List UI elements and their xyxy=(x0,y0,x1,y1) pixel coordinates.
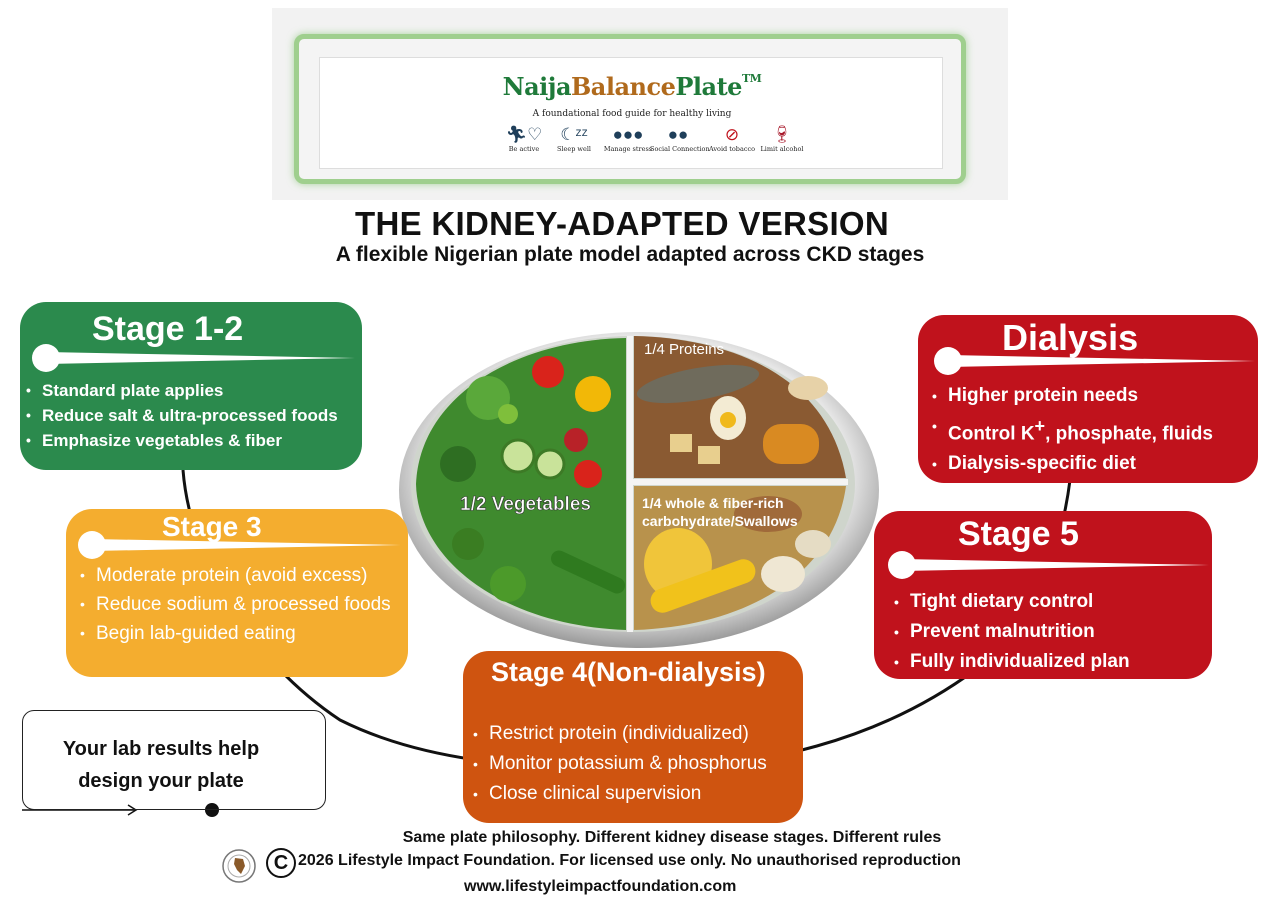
yam-shape-2 xyxy=(795,530,831,558)
limit-alcohol-item: 🍷︎ Limit alcohol xyxy=(754,125,810,153)
brand-tagline: A foundational food guide for healthy li… xyxy=(532,109,732,119)
lettuce-shape xyxy=(466,376,510,420)
stage-3-list: Moderate protein (avoid excess) Reduce s… xyxy=(78,561,403,648)
page-subtitle: A flexible Nigerian plate model adapted … xyxy=(335,243,925,266)
stage-3-pointer xyxy=(78,531,401,559)
list-item: Prevent malnutrition xyxy=(892,617,1130,647)
brand-logo-text: NaijaBalancePlateTM xyxy=(502,72,762,101)
list-item: Fully individualized plan xyxy=(892,647,1130,677)
lab-results-note: Your lab results help design your plate xyxy=(22,710,326,810)
tomato-shape-2 xyxy=(574,460,602,488)
cucumber-slice-2 xyxy=(534,448,566,480)
tofu-shape-2 xyxy=(698,446,720,464)
stage-5-pointer xyxy=(888,551,1209,579)
potassium-superscript: + xyxy=(1034,416,1046,436)
onion-shape xyxy=(564,428,588,452)
corn-shape xyxy=(650,559,756,613)
stage-4-card: Stage 4(Non-dialysis) Restrict protein (… xyxy=(463,651,803,823)
moimoi-shape xyxy=(763,424,819,464)
dialysis-card: Dialysis Higher protein needs Control K+… xyxy=(918,315,1258,483)
group-icon: ●●● xyxy=(612,125,644,144)
leafy-green-shape xyxy=(452,528,484,560)
list-item: Begin lab-guided eating xyxy=(78,619,403,648)
dialysis-title: Dialysis xyxy=(1002,317,1139,358)
stage-5-list: Tight dietary control Prevent malnutriti… xyxy=(892,587,1130,677)
carbs-label-line1: 1/4 whole & fiber-rich xyxy=(642,495,784,511)
carbs-label-line2: carbohydrate/Swallows xyxy=(642,513,798,529)
lab-results-text: Your lab results help design your plate xyxy=(62,738,260,792)
stage-4-title: Stage 4(Non-dialysis) xyxy=(491,657,766,687)
list-item: Control K+, phosphate, fluids xyxy=(930,411,1213,449)
footer-tagline: Same plate philosophy. Different kidney … xyxy=(402,829,942,846)
stage-1-2-title: Stage 1-2 xyxy=(92,310,244,348)
yam-shape xyxy=(761,556,805,592)
chicken-shape xyxy=(788,376,828,400)
vegetables-label: 1/2 Vegetables xyxy=(460,494,591,515)
beans-shape xyxy=(734,496,802,532)
foundation-seal-logo xyxy=(222,849,256,883)
stage-5-title: Stage 5 xyxy=(958,515,1079,553)
dialysis-pointer xyxy=(934,347,1255,375)
tofu-shape xyxy=(670,434,692,452)
be-active-item: 🏃︎♡ Be active xyxy=(496,125,552,153)
copyright-symbol: C xyxy=(266,848,296,878)
list-item: Reduce salt & ultra-processed foods xyxy=(24,403,338,428)
list-item: Emphasize vegetables & fiber xyxy=(24,428,338,453)
egg-yolk-shape xyxy=(720,412,736,428)
footer-copyright: 2026 Lifestyle Impact Foundation. For li… xyxy=(298,852,961,869)
stage-3-title: Stage 3 xyxy=(162,511,262,542)
list-item: Higher protein needs xyxy=(930,381,1213,411)
list-item: Moderate protein (avoid excess) xyxy=(78,561,403,590)
kidney-plate-illustration: 1/2 Vegetables 1/4 Proteins 1/4 whole & … xyxy=(399,332,879,648)
tomato-shape xyxy=(532,356,564,388)
proteins-label: 1/4 Proteins xyxy=(644,341,724,358)
peas-shape xyxy=(498,404,518,424)
running-heart-icon: 🏃︎♡ xyxy=(505,125,543,144)
list-item: Reduce sodium & processed foods xyxy=(78,590,403,619)
social-connection-item: ●● Social Connection xyxy=(650,125,710,153)
manage-stress-item: ●●● Manage stress xyxy=(600,125,656,153)
footer-url[interactable]: www.lifestyleimpactfoundation.com xyxy=(464,878,737,895)
wine-glass-icon: 🍷︎ xyxy=(771,125,793,144)
fish-shape xyxy=(636,364,760,404)
list-item: Tight dietary control xyxy=(892,587,1130,617)
stage-3-card: Stage 3 Moderate protein (avoid excess) … xyxy=(66,509,408,677)
people-icon: ●● xyxy=(667,125,689,144)
avoid-tobacco-item: ⊘ Avoid tobacco xyxy=(704,125,760,153)
stage-4-list: Restrict protein (individualized) Monito… xyxy=(471,719,767,809)
list-item: Standard plate applies xyxy=(24,378,338,403)
list-item: Dialysis-specific diet xyxy=(930,449,1213,479)
no-smoking-icon: ⊘ xyxy=(724,125,740,144)
stage-1-2-pointer xyxy=(32,344,355,372)
okra-shape xyxy=(550,550,626,594)
list-item: Close clinical supervision xyxy=(471,779,767,809)
sleep-well-item: ☾ᶻᶻ Sleep well xyxy=(546,125,602,153)
lifestyle-icons-row: 🏃︎♡ Be active ☾ᶻᶻ Sleep well ●●● Manage … xyxy=(496,125,826,165)
stage-1-2-card: Stage 1-2 Standard plate applies Reduce … xyxy=(20,302,362,470)
brand-banner: NaijaBalancePlateTM A foundational food … xyxy=(319,57,943,169)
spinach-shape xyxy=(440,446,476,482)
page-title: THE KIDNEY-ADAPTED VERSION xyxy=(354,205,890,242)
pepper-shape xyxy=(575,376,611,412)
cucumber-slice-1 xyxy=(500,438,536,474)
dialysis-list: Higher protein needs Control K+, phospha… xyxy=(930,381,1213,479)
garden-egg-shape xyxy=(490,566,526,602)
stage-1-2-list: Standard plate applies Reduce salt & ult… xyxy=(24,378,338,453)
list-item: Restrict protein (individualized) xyxy=(471,719,767,749)
moon-stars-icon: ☾ᶻᶻ xyxy=(560,125,588,144)
stage-5-card: Stage 5 Tight dietary control Prevent ma… xyxy=(874,511,1212,679)
list-item: Monitor potassium & phosphorus xyxy=(471,749,767,779)
